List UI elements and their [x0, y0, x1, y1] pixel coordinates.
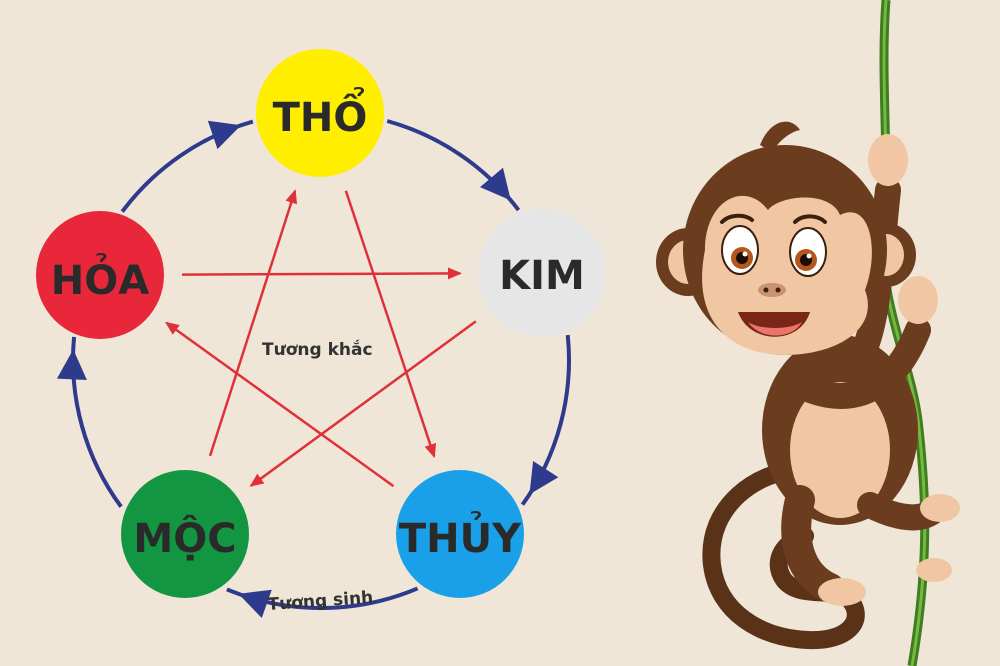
node-moc-circle: [121, 470, 249, 598]
node-thuy: THỦY: [396, 470, 524, 598]
overcoming-arrow-thuy-to-hoa: [164, 321, 395, 488]
generating-arrow-hoa-to-tho: [120, 119, 254, 213]
overcoming-arrow-tho-to-thuy: [344, 190, 437, 459]
generating-cycle-label: Tương sinh: [267, 588, 374, 615]
generating-arrowhead-tho-to-kim: [480, 167, 511, 201]
overcoming-arrow-moc-to-tho: [208, 189, 298, 457]
node-thuy-circle: [396, 470, 524, 598]
generating-arrowhead-thuy-to-moc: [238, 589, 272, 618]
node-hoa-circle: [36, 211, 164, 339]
monkey-illustration: [656, 0, 960, 666]
node-tho-circle: [256, 49, 384, 177]
node-tho: THỔ: [256, 49, 384, 177]
node-hoa-label: HỎA: [51, 251, 149, 304]
node-hoa: HỎA: [36, 211, 164, 339]
overcoming-arrow-kim-to-moc: [249, 320, 477, 487]
overcoming-cycle: [164, 189, 477, 488]
node-moc: MỘC: [121, 470, 249, 598]
node-moc-label: MỘC: [133, 514, 236, 562]
generating-arrowhead-moc-to-hoa: [56, 349, 87, 380]
generating-arrowhead-kim-to-thuy: [529, 461, 559, 495]
node-thuy-label: THỦY: [399, 509, 522, 562]
generating-arrowhead-hoa-to-tho: [207, 120, 242, 150]
overcoming-arrow-hoa-to-kim: [181, 267, 463, 280]
node-kim-label: KIM: [499, 253, 585, 299]
monkey-head: [656, 121, 916, 355]
node-tho-label: THỔ: [273, 86, 368, 141]
generating-arrow-moc-to-hoa: [71, 336, 123, 508]
monkey-tail: [702, 461, 865, 650]
generating-cycle: [56, 119, 571, 618]
generating-arrow-tho-to-kim: [386, 119, 521, 212]
overcoming-cycle-label: Tương khắc: [262, 339, 373, 360]
node-kim: KIM: [478, 209, 606, 337]
node-kim-circle: [478, 209, 606, 337]
